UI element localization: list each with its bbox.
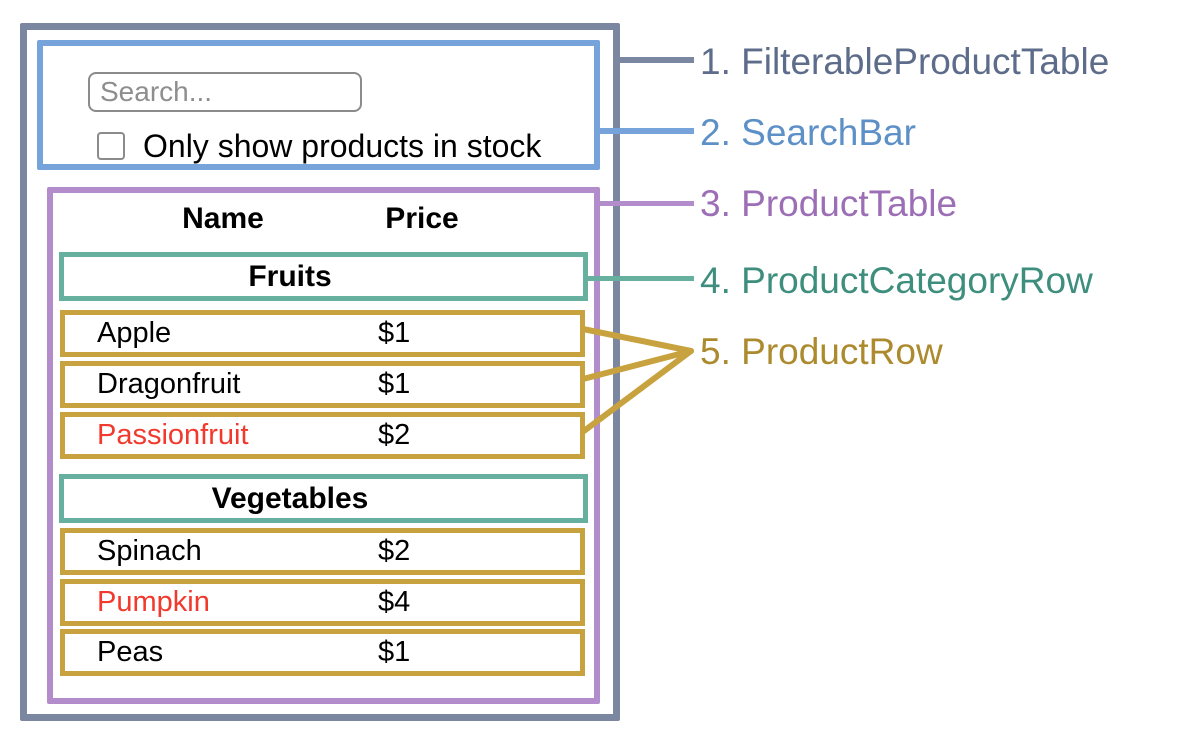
connector-line-product-table <box>597 201 694 206</box>
search-bar-box: Only show products in stock <box>37 40 600 170</box>
product-price: $4 <box>378 586 411 618</box>
product-row-dragonfruit: Dragonfruit $1 <box>60 361 585 408</box>
product-price: $1 <box>378 636 411 668</box>
category-row-fruits: Fruits <box>59 252 588 301</box>
product-price: $1 <box>378 368 411 400</box>
product-name: Peas <box>97 636 164 668</box>
product-name: Spinach <box>97 535 202 567</box>
product-price: $1 <box>378 317 411 349</box>
product-name-out-of-stock: Passionfruit <box>97 419 249 451</box>
legend-label-filterable-product-table: 1. FilterableProductTable <box>700 41 1110 82</box>
product-price: $2 <box>378 535 411 567</box>
product-name-out-of-stock: Pumpkin <box>97 586 210 618</box>
product-row-peas: Peas $1 <box>60 629 585 676</box>
in-stock-checkbox[interactable] <box>97 132 125 160</box>
connector-line-product-category-row <box>585 276 694 281</box>
category-row-vegetables: Vegetables <box>59 474 588 523</box>
in-stock-checkbox-label: Only show products in stock <box>143 128 542 164</box>
product-name: Apple <box>97 317 172 349</box>
search-input[interactable] <box>88 72 362 112</box>
legend-label-product-row: 5. ProductRow <box>700 331 943 372</box>
product-row-spinach: Spinach $2 <box>60 528 585 575</box>
product-row-passionfruit: Passionfruit $2 <box>60 412 585 459</box>
column-header-name: Name <box>182 202 264 235</box>
product-name: Dragonfruit <box>97 368 241 400</box>
connector-line-search-bar <box>597 128 694 134</box>
product-table-box: Name Price Fruits Apple $1 Dragonfruit $… <box>47 187 600 704</box>
product-row-pumpkin: Pumpkin $4 <box>60 579 585 626</box>
legend-label-product-category-row: 4. ProductCategoryRow <box>700 260 1093 301</box>
product-row-apple: Apple $1 <box>60 310 585 357</box>
column-header-price: Price <box>385 202 459 235</box>
connector-line-filterable-product-table <box>615 57 694 63</box>
legend-label-search-bar: 2. SearchBar <box>700 112 916 153</box>
category-title: Fruits <box>248 259 332 293</box>
legend-label-product-table: 3. ProductTable <box>700 183 958 224</box>
category-title: Vegetables <box>211 481 369 515</box>
product-price: $2 <box>378 419 411 451</box>
